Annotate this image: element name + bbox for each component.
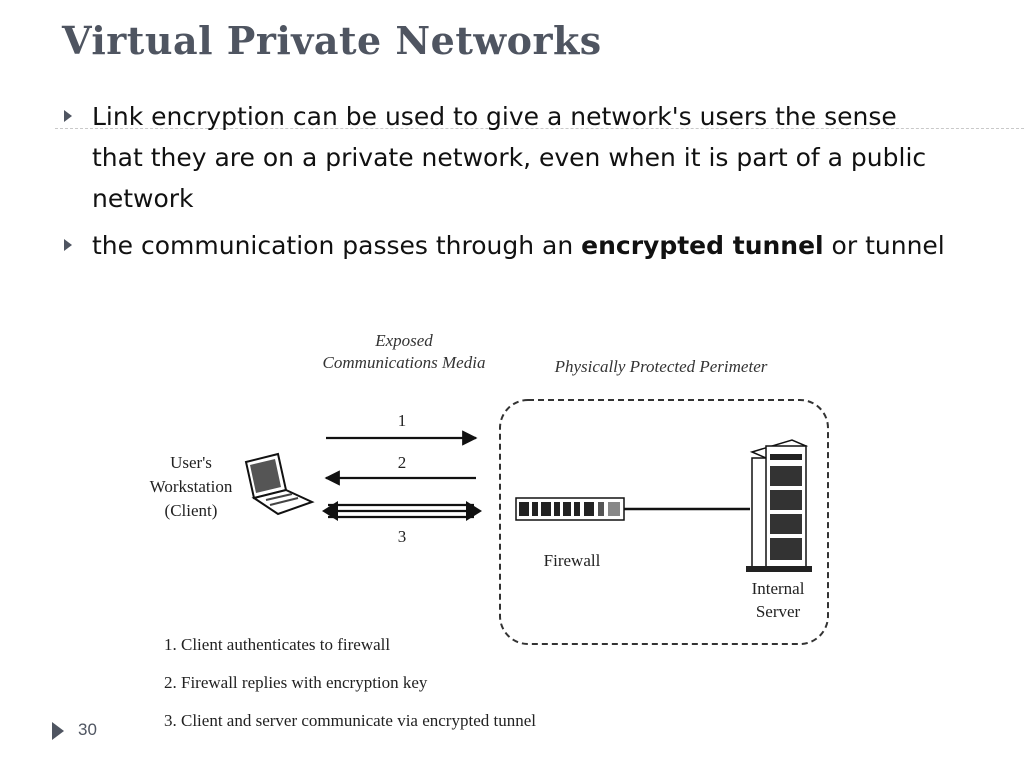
- server-icon: [746, 439, 812, 572]
- step-1: 1. Client authenticates to firewall: [164, 635, 390, 654]
- bullet-list: Link encryption can be used to give a ne…: [58, 96, 948, 272]
- arrow-1-label: 1: [398, 411, 407, 430]
- laptop-icon: [244, 452, 315, 516]
- client-label-3: (Client): [165, 501, 218, 520]
- bullet-arrow-icon: [64, 110, 72, 122]
- bullet-text: Link encryption can be used to give a ne…: [92, 102, 927, 213]
- vpn-diagram: Exposed Communications Media Physically …: [146, 322, 832, 740]
- bullet-item-2: the communication passes through an encr…: [58, 225, 948, 266]
- title-divider: [55, 128, 1024, 129]
- bullet-text-tail: or tunnel: [823, 231, 945, 260]
- footer-arrow-icon: [52, 722, 64, 740]
- exposed-media-label: Exposed: [374, 331, 433, 350]
- server-label: Internal: [752, 579, 805, 598]
- server-label-2: Server: [756, 602, 801, 621]
- exposed-media-label-2: Communications Media: [323, 353, 486, 372]
- bullet-arrow-icon: [64, 239, 72, 251]
- protected-perimeter: [499, 399, 829, 645]
- firewall-label: Firewall: [544, 551, 601, 570]
- arrow-3-tunnel: [322, 501, 482, 521]
- step-2: 2. Firewall replies with encryption key: [164, 673, 428, 692]
- arrow-3-label: 3: [398, 527, 407, 546]
- client-label: User's: [170, 453, 212, 472]
- bullet-item-1: Link encryption can be used to give a ne…: [58, 96, 948, 219]
- firewall-icon: [515, 497, 625, 521]
- slide-title: Virtual Private Networks: [62, 18, 602, 63]
- slide-number: 30: [78, 720, 97, 739]
- bullet-text: the communication passes through an: [92, 231, 582, 260]
- client-label-2: Workstation: [150, 477, 233, 496]
- perimeter-label: Physically Protected Perimeter: [554, 357, 768, 376]
- step-3: 3. Client and server communicate via enc…: [164, 711, 536, 730]
- arrow-2-label: 2: [398, 453, 407, 472]
- bullet-emphasis: encrypted tunnel: [581, 231, 824, 260]
